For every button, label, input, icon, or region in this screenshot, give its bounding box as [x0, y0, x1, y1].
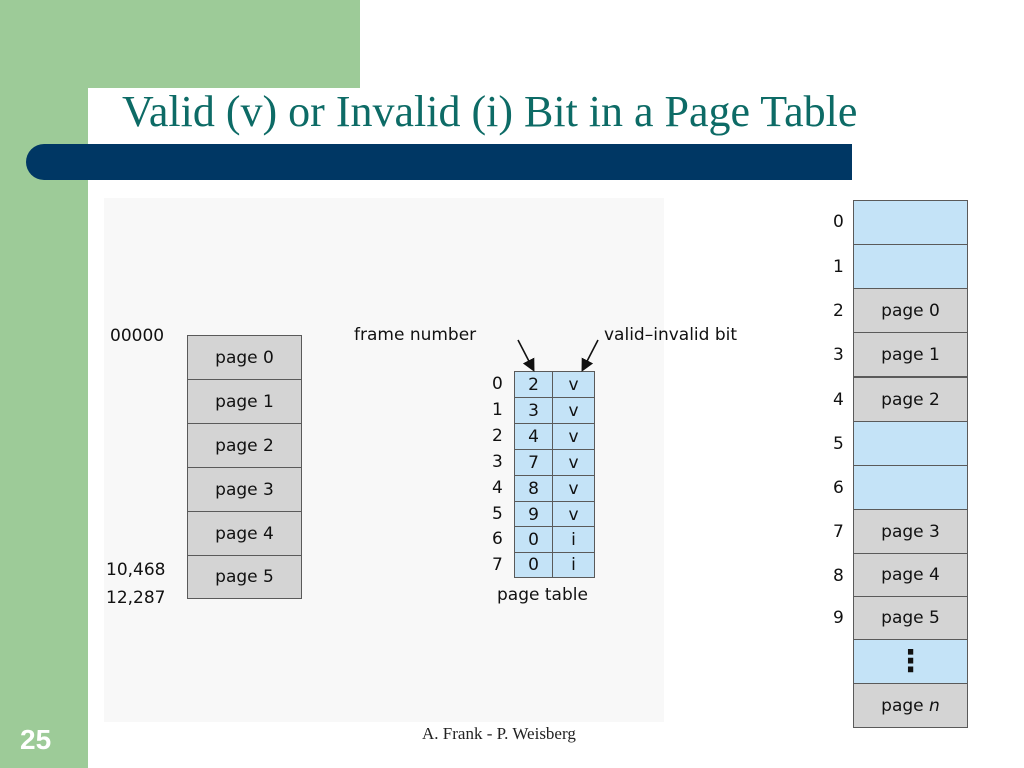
physical-frame-page-5: page 5: [853, 596, 968, 640]
frame-index: 8: [833, 566, 844, 586]
valid-bit-cell: i: [552, 552, 595, 578]
slide-number: 25: [20, 724, 52, 755]
physical-frame-ellipsis: ⋮: [853, 639, 968, 684]
page-n-variable: n: [929, 695, 940, 716]
page-table-index: 5: [492, 504, 503, 524]
frame-index: 9: [833, 608, 844, 628]
slide-title: Valid (v) or Invalid (i) Bit in a Page T…: [122, 87, 858, 136]
address-label-10468: 10,468: [106, 560, 166, 580]
valid-invalid-bit-header: valid–invalid bit: [604, 325, 738, 345]
valid-bit-cell: v: [552, 371, 595, 398]
physical-frame-empty: [853, 421, 968, 466]
page-table-caption: page table: [497, 585, 588, 605]
footer-author: A. Frank - P. Weisberg: [422, 724, 576, 743]
sidebar-background: [0, 0, 88, 768]
physical-frame-empty: [853, 200, 968, 245]
page-n-prefix: page: [881, 695, 930, 716]
logical-page-2: page 2: [187, 423, 302, 468]
logical-page-4: page 4: [187, 511, 302, 556]
frame-index: 0: [833, 212, 844, 232]
title-underline-bar: [26, 144, 852, 180]
physical-frame-page-1: page 1: [853, 332, 968, 377]
frame-number-arrow: [517, 339, 535, 372]
page-table-index: 4: [492, 478, 503, 498]
physical-frame-empty: [853, 244, 968, 289]
logical-page-0: page 0: [187, 335, 302, 380]
frame-index: 4: [833, 390, 844, 410]
physical-frame-page-n: page n: [853, 683, 968, 728]
valid-bit-arrow: [581, 339, 599, 372]
page-table-index: 6: [492, 529, 503, 549]
physical-frame-page-4: page 4: [853, 553, 968, 597]
logical-page-5: page 5: [187, 555, 302, 599]
page-table-index: 2: [492, 426, 503, 446]
page-table-index: 7: [492, 555, 503, 575]
frame-index: 2: [833, 301, 844, 321]
frame-index: 1: [833, 257, 844, 277]
frame-index: 6: [833, 478, 844, 498]
logical-page-1: page 1: [187, 379, 302, 424]
physical-frame-page-0: page 0: [853, 288, 968, 333]
start-address-label: 00000: [110, 326, 165, 346]
page-table-index: 1: [492, 400, 503, 420]
physical-frame-empty: [853, 465, 968, 510]
address-label-12287: 12,287: [106, 588, 166, 608]
page-table-index: 3: [492, 452, 503, 472]
frame-number-cell: 7: [514, 449, 553, 476]
physical-frame-page-2: page 2: [853, 377, 968, 422]
frame-number-cell: 0: [514, 526, 553, 553]
vertical-ellipsis: ⋮: [895, 643, 926, 679]
frame-index: 7: [833, 522, 844, 542]
frame-index: 3: [833, 345, 844, 365]
valid-bit-cell: v: [552, 501, 595, 528]
page-table-index: 0: [492, 374, 503, 394]
logical-page-3: page 3: [187, 467, 302, 512]
top-band-background: [0, 0, 360, 88]
physical-frame-page-3: page 3: [853, 509, 968, 554]
frame-number-cell: 9: [514, 501, 553, 528]
frame-index: 5: [833, 434, 844, 454]
frame-number-header: frame number: [354, 325, 477, 345]
